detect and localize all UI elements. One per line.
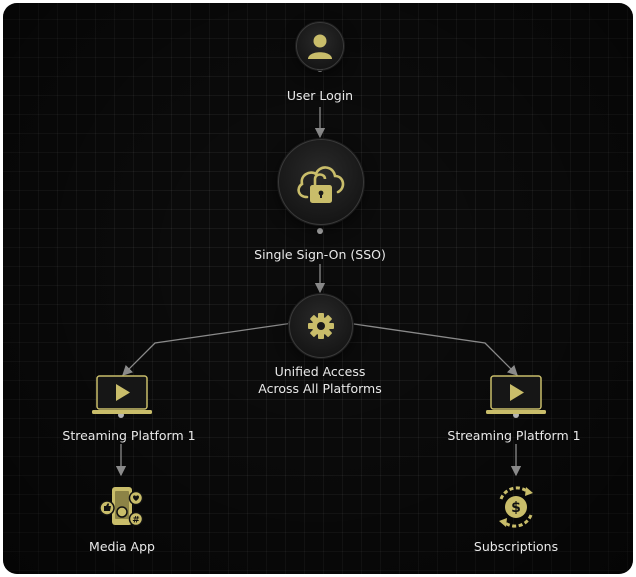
unified-access-line1: Unified Access	[274, 364, 366, 379]
sso-label: Single Sign-On (SSO)	[254, 247, 386, 262]
unified-access-node[interactable]	[289, 294, 353, 358]
cloud-lock-icon	[297, 166, 345, 203]
subscriptions-label: Subscriptions	[473, 539, 559, 554]
connector-unified-left	[122, 322, 294, 376]
user-icon	[308, 34, 332, 59]
unified-access-label: Unified Access Across All Platforms	[258, 363, 381, 397]
gear-icon	[308, 313, 334, 339]
port-dot	[317, 228, 323, 234]
diagram-canvas: User Login Single Sign-On (SSO)	[3, 3, 633, 574]
user-login-label: User Login	[286, 88, 354, 103]
svg-text:#: #	[132, 516, 140, 526]
connector-unified-right	[346, 322, 518, 376]
unified-access-line2: Across All Platforms	[258, 381, 382, 396]
platform-right-label: Streaming Platform 1	[447, 428, 581, 443]
svg-text:$: $	[511, 500, 521, 516]
laptop-play-icon[interactable]	[485, 375, 547, 417]
platform-left-label: Streaming Platform 1	[62, 428, 196, 443]
media-app-label: Media App	[89, 539, 155, 554]
sso-node[interactable]	[278, 139, 364, 225]
laptop-play-icon[interactable]	[91, 375, 153, 417]
dollar-cycle-icon[interactable]: $	[493, 484, 539, 530]
phone-social-icon[interactable]: #	[99, 486, 145, 530]
user-login-node[interactable]	[296, 22, 344, 70]
